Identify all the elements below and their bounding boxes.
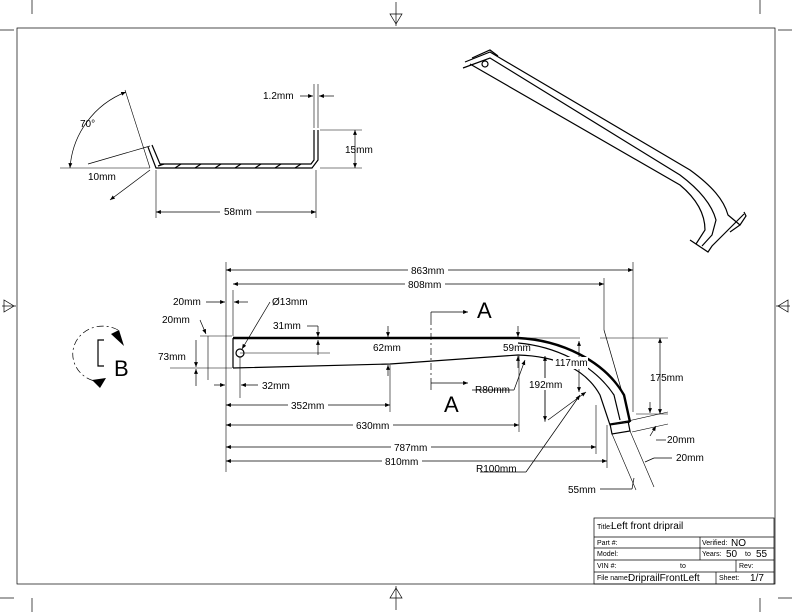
rail-end-tab bbox=[609, 411, 669, 491]
tb-file-value: DriprailFrontLeft bbox=[628, 573, 700, 584]
dim-20-top: 20mm bbox=[173, 297, 201, 308]
tb-model-label: Model: bbox=[597, 551, 618, 558]
dim-630: 630mm bbox=[356, 421, 389, 432]
thickness-label: 1.2mm bbox=[263, 91, 294, 102]
tb-file-label: File name: bbox=[597, 575, 630, 582]
dim-32: 32mm bbox=[262, 381, 290, 392]
tb-years-from: 50 bbox=[726, 549, 738, 560]
dim-73: 73mm bbox=[158, 352, 186, 363]
dim-r100: R100mm bbox=[476, 464, 517, 475]
dim-808: 808mm bbox=[408, 280, 441, 291]
dim-r80: R80mm bbox=[475, 385, 510, 396]
sheet-border bbox=[16, 27, 776, 585]
tb-title-value: Left front driprail bbox=[611, 521, 683, 532]
tb-years-label: Years: bbox=[702, 551, 722, 558]
section-profile bbox=[147, 130, 319, 169]
tb-sheet-label: Sheet: bbox=[719, 575, 739, 582]
flange-label: 10mm bbox=[88, 172, 116, 183]
dim-20-right-a: 20mm bbox=[667, 435, 695, 446]
dim-20-left: 20mm bbox=[162, 315, 190, 326]
tb-vin-label: VIN #: bbox=[597, 563, 617, 570]
dim-117: 117mm bbox=[555, 358, 588, 369]
tb-years-to-label: to bbox=[745, 551, 751, 558]
title-block: Title: Left front driprail Part #: Verif… bbox=[593, 517, 775, 585]
dim-55: 55mm bbox=[568, 485, 596, 496]
angle-extension bbox=[124, 89, 151, 169]
tb-verified-label: Verified: bbox=[702, 540, 727, 547]
dim-hole: Ø13mm bbox=[272, 297, 308, 308]
section-marker-a-top: A bbox=[477, 298, 492, 323]
plan-view: A A B 863mm 808mm 20mm Ø13mm bbox=[72, 262, 704, 496]
tb-title-label: Title: bbox=[597, 524, 612, 531]
view-b-label: B bbox=[114, 356, 129, 381]
dim-59: 59mm bbox=[503, 343, 531, 354]
dim-810: 810mm bbox=[385, 457, 418, 468]
dim-192: 192mm bbox=[529, 380, 562, 391]
tb-verified-value: NO bbox=[731, 538, 746, 549]
tb-part-label: Part #: bbox=[597, 540, 618, 547]
height-label: 15mm bbox=[345, 145, 373, 156]
tb-years-to: 55 bbox=[756, 549, 768, 560]
flange-leader-2 bbox=[109, 169, 151, 201]
flange-leader bbox=[87, 145, 151, 165]
tb-sheet-value: 1/7 bbox=[750, 573, 764, 584]
dim-20-right-b: 20mm bbox=[676, 453, 704, 464]
dim-863: 863mm bbox=[411, 266, 444, 277]
width-label: 58mm bbox=[224, 207, 252, 218]
angle-label: 70° bbox=[80, 119, 95, 130]
dim-175: 175mm bbox=[650, 373, 683, 384]
dim-352: 352mm bbox=[291, 401, 324, 412]
section-view: 70° 10mm 1.2mm 15mm 58mm bbox=[60, 84, 373, 218]
dim-787: 787mm bbox=[394, 443, 427, 454]
dim-62: 62mm bbox=[373, 343, 401, 354]
tb-rev-label: Rev: bbox=[739, 563, 753, 570]
section-marker-a-bottom: A bbox=[444, 392, 459, 417]
angle-arc bbox=[68, 91, 127, 169]
tb-vin-to: to bbox=[680, 563, 686, 570]
dim-31: 31mm bbox=[273, 321, 301, 332]
isometric-view bbox=[462, 49, 747, 253]
view-b-marker: B bbox=[72, 325, 129, 388]
